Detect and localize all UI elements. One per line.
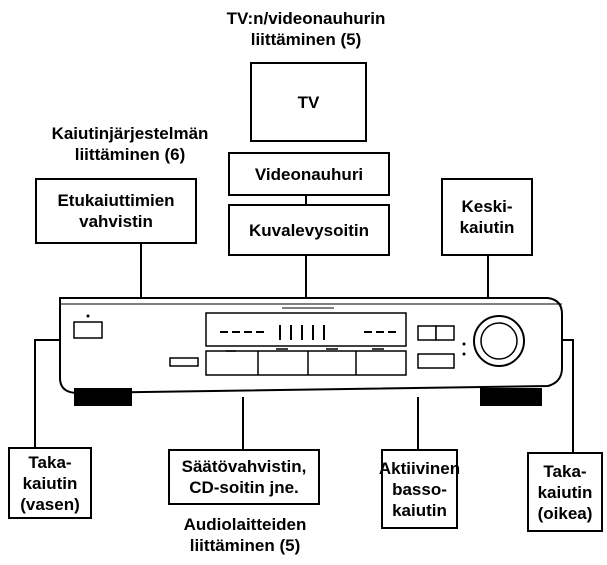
button-marks [226,348,384,352]
receiver-foot-left [74,388,132,406]
front-amp-box: Etukaiuttimien vahvistin [35,178,197,244]
rear-left-box: Taka- kaiutin (vasen) [8,447,92,519]
power-button [73,321,103,339]
indicator-dot-2 [462,352,466,356]
audio-connection-caption: Audiolaitteiden liittäminen (5) [183,515,307,555]
mode-button-3 [417,353,455,369]
input-slot [169,357,199,367]
display-segments [220,325,396,340]
ld-player-box: Kuvalevysoitin [228,204,390,256]
function-button-row [205,350,407,376]
mode-button-1 [417,325,437,341]
tuner-cd-box: Säätövahvistin, CD-soitin jne. [168,449,320,505]
tv-connection-caption: TV:n/videonauhurin liittäminen (5) [226,9,386,49]
mode-button-2 [435,325,455,341]
rear-right-box: Taka- kaiutin (oikea) [527,452,603,532]
indicator-dot-1 [462,342,466,346]
subwoofer-box: Aktiivinen basso- kaiutin [379,449,460,529]
receiver-foot-right [480,388,542,406]
receiver [59,297,563,406]
vcr-box: Videonauhuri [228,152,390,196]
volume-knob-inner [480,322,518,360]
display-window [205,312,407,347]
center-speaker-box: Keski- kaiutin [441,178,533,256]
power-indicator [86,314,90,318]
tv-box: TV [250,62,367,142]
line-rear-left [34,339,60,447]
speaker-connection-caption: Kaiutinjärjestelmän liittäminen (6) [51,124,209,164]
